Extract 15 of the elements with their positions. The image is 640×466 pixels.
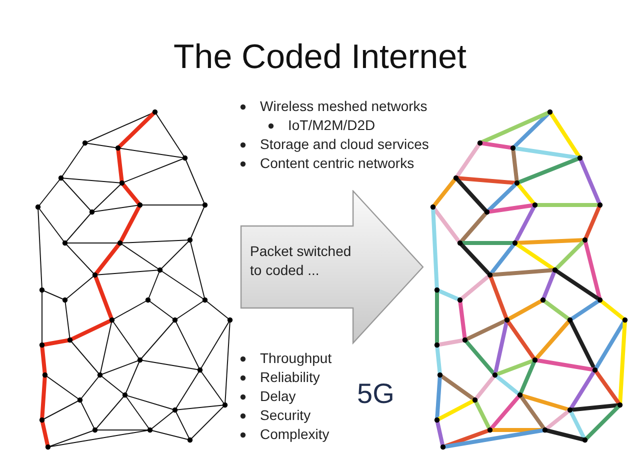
bullet-item: Wireless meshed networks <box>260 98 428 114</box>
bullet-item: Complexity <box>260 426 330 442</box>
block-arrow <box>240 190 424 345</box>
bullet-item: IoT/M2M/D2D <box>288 117 376 133</box>
bullet-item: Reliability <box>260 369 320 385</box>
network-drawing <box>430 109 628 450</box>
bullet-item: Delay <box>260 388 296 404</box>
network-drawing <box>35 109 233 450</box>
bullet-item: Throughput <box>260 350 332 366</box>
generation-label: 5G <box>357 378 394 410</box>
edge-label: Packet switched to coded ... <box>250 242 352 280</box>
bullet-item: Content centric networks <box>260 155 414 171</box>
bullet-item: Security <box>260 407 311 423</box>
bullet-item: Storage and cloud services <box>260 136 429 152</box>
slide-title: The Coded Internet <box>172 38 468 77</box>
